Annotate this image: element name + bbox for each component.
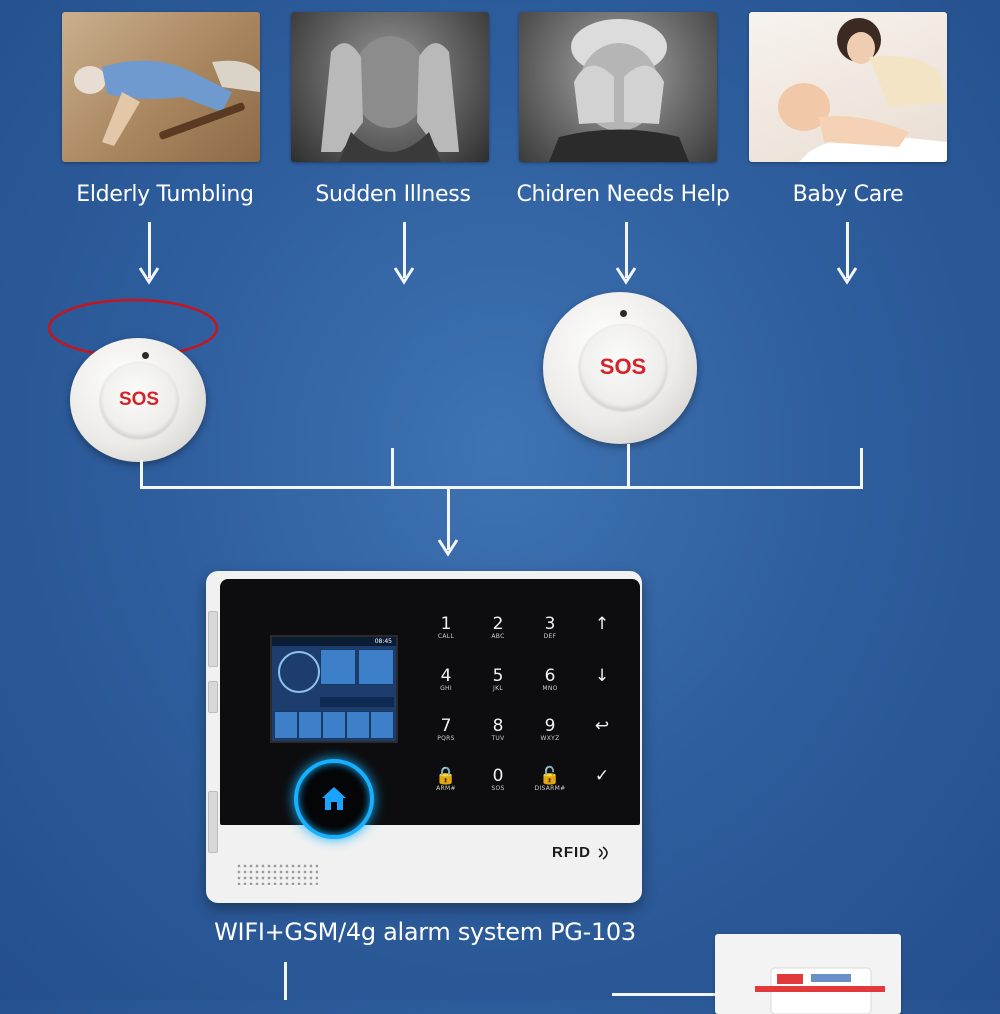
mother-and-baby-illustration <box>778 18 947 162</box>
ambulance-illustration <box>755 967 885 1014</box>
caption-baby-care: Baby Care <box>792 182 904 207</box>
keypad-key-symbol: 7 <box>440 716 452 736</box>
keypad-key-symbol: 2 <box>492 614 504 634</box>
sos-label: SOS <box>599 354 647 379</box>
keypad-key-letters: TUV <box>491 735 505 742</box>
keypad-key-symbol: 0 <box>492 766 504 786</box>
lcd-screen: 08:45 <box>270 635 398 743</box>
keypad-key-symbol: 6 <box>544 666 556 686</box>
keypad-key-symbol: ↓ <box>594 666 610 686</box>
sos-button-pendant: SOS <box>70 338 206 462</box>
keypad-key[interactable]: 🔒ARM# <box>426 767 466 793</box>
photo-baby-care <box>749 12 947 162</box>
keypad-key-symbol: 3 <box>544 614 556 634</box>
keypad-key-symbol: ↩ <box>594 716 610 736</box>
clock-icon <box>278 651 320 693</box>
keypad-key-symbol: 5 <box>492 666 504 686</box>
sos-button-wall-face: SOS <box>579 324 667 410</box>
keypad-key-symbol: 🔓 <box>539 766 561 786</box>
keypad-key-letters: ABC <box>491 633 505 640</box>
keypad-key-symbol: 8 <box>492 716 504 736</box>
home-icon <box>322 787 346 810</box>
keypad-key[interactable]: ↓ <box>582 667 622 685</box>
caption-elderly-tumbling: Elderly Tumbling <box>76 182 254 207</box>
elderly-figure-illustration <box>74 60 260 146</box>
photo-ambulance <box>715 934 901 1014</box>
keypad-key-letters: SOS <box>491 785 505 792</box>
speaker-grille <box>236 863 318 885</box>
rfid-wave-icon <box>598 846 608 860</box>
keypad-key-letters: GHI <box>440 685 452 692</box>
sos-label: SOS <box>118 389 160 410</box>
rfid-label: RFID <box>552 844 612 861</box>
keypad-key[interactable]: ↩ <box>582 717 622 735</box>
bottom-connector-horizontal <box>612 993 716 996</box>
keypad-key-letters: DEF <box>543 633 557 640</box>
keypad-key-letters: JKL <box>493 685 503 692</box>
lcd-time: 08:45 <box>374 638 392 645</box>
keypad-key-symbol: 🔒 <box>435 766 457 786</box>
keypad-key-letters: CALL <box>437 633 455 640</box>
keypad-key[interactable]: 🔓DISARM# <box>530 767 570 793</box>
sos-button-pendant-face: SOS <box>100 362 178 438</box>
caption-children-need-help: Chidren Needs Help <box>516 182 730 207</box>
photo-sudden-illness <box>291 12 489 162</box>
keypad-key-symbol: ✓ <box>594 766 610 786</box>
keypad-key-symbol: 4 <box>440 666 452 686</box>
keypad-key-letters: PQRS <box>437 735 455 742</box>
keypad-key-letters: MNO <box>542 685 558 692</box>
bottom-connector-vertical <box>284 962 287 1000</box>
keypad-key-letters: WXYZ <box>540 735 560 742</box>
keypad-key[interactable]: ✓ <box>582 767 622 785</box>
photo-children-need-help <box>519 12 717 162</box>
home-button[interactable] <box>294 759 374 839</box>
keypad-key-symbol: 9 <box>544 716 556 736</box>
photo-elderly-tumbling <box>62 12 260 162</box>
child-covering-face-illustration <box>549 19 689 162</box>
keypad-key-letters: DISARM# <box>534 785 566 792</box>
caption-sudden-illness: Sudden Illness <box>315 182 471 207</box>
keypad-key-symbol: ↑ <box>594 614 610 634</box>
product-caption: WIFI+GSM/4g alarm system PG-103 <box>214 918 636 946</box>
keypad-key[interactable]: ↑ <box>582 615 622 633</box>
keypad-key-symbol: 1 <box>440 614 452 634</box>
sos-button-wall: SOS <box>543 292 697 444</box>
man-holding-head-illustration <box>321 36 459 162</box>
keypad-key-letters: ARM# <box>436 785 456 792</box>
